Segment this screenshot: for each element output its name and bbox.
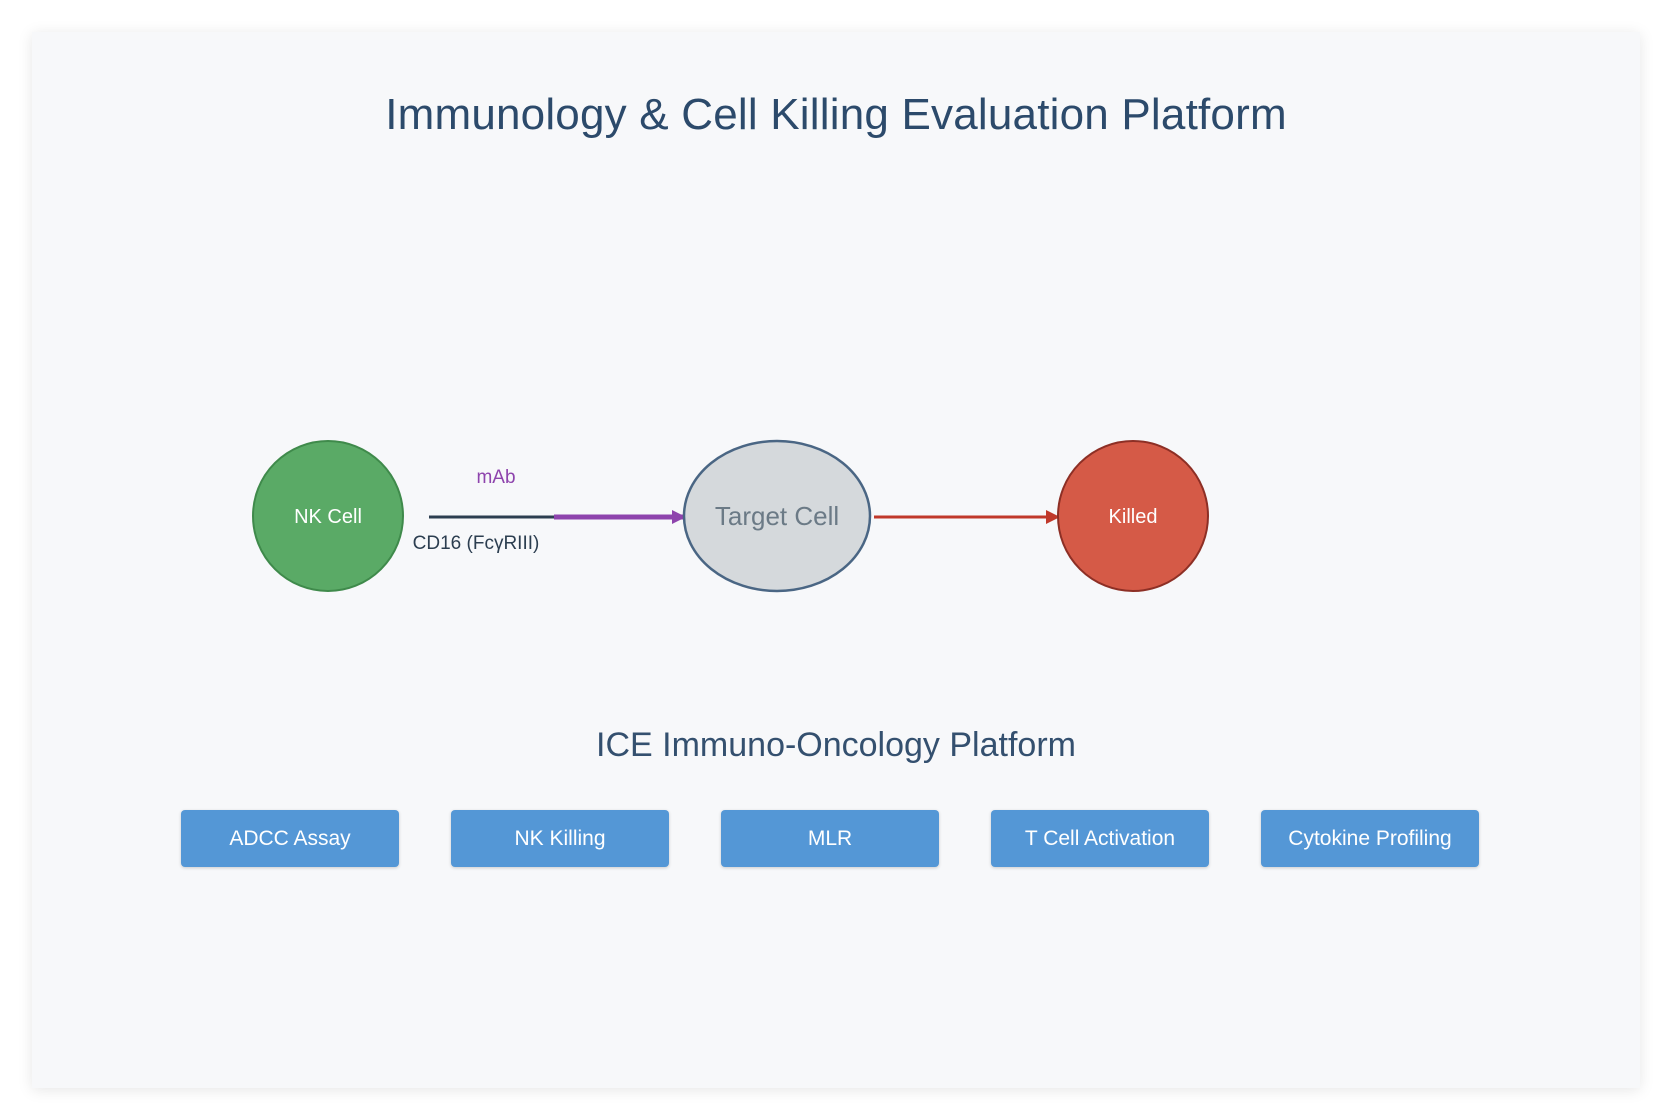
killed-node	[1057, 440, 1209, 592]
nk-killing-button[interactable]: NK Killing	[451, 810, 669, 867]
mab-label: mAb	[476, 467, 515, 488]
target-cell-node	[682, 439, 872, 593]
t-cell-activation-button[interactable]: T Cell Activation	[991, 810, 1209, 867]
page-title: Immunology & Cell Killing Evaluation Pla…	[385, 90, 1287, 139]
nk-cell-node	[252, 440, 404, 592]
target-cell-label: Target Cell	[715, 501, 839, 531]
assay-button-row: ADCC Assay NK Killing MLR T Cell Activat…	[32, 810, 1640, 868]
cell-killing-diagram: NK Cell Target Cell Killed mAb CD16 (Fcγ…	[252, 439, 1209, 593]
main-card: Immunology & Cell Killing Evaluation Pla…	[32, 32, 1640, 1088]
mlr-button[interactable]: MLR	[721, 810, 939, 867]
cd16-label: CD16 (FcγRIII)	[413, 533, 540, 554]
adcc-assay-button[interactable]: ADCC Assay	[181, 810, 399, 867]
cytokine-profiling-button[interactable]: Cytokine Profiling	[1261, 810, 1479, 867]
platform-title: ICE Immuno-Oncology Platform	[596, 726, 1076, 764]
killed-label: Killed	[1109, 506, 1158, 528]
nk-cell-label: NK Cell	[294, 506, 362, 528]
